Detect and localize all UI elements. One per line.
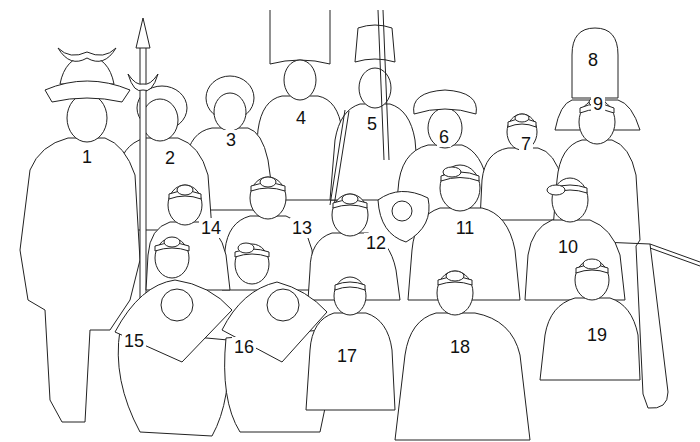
callout-number: 14 xyxy=(199,218,223,238)
callout-number: 4 xyxy=(294,108,308,128)
callout-number: 12 xyxy=(364,233,388,253)
callout-number: 3 xyxy=(224,130,238,150)
callout-number: 19 xyxy=(585,325,609,345)
callout-number: 17 xyxy=(335,346,359,366)
callout-number: 10 xyxy=(556,237,580,257)
callout-number: 8 xyxy=(586,50,600,70)
callout-number: 13 xyxy=(290,218,314,238)
callout-number: 18 xyxy=(448,337,472,357)
callout-number: 7 xyxy=(519,134,533,154)
callout-number: 6 xyxy=(437,127,451,147)
callout-number: 5 xyxy=(365,114,379,134)
callout-number: 16 xyxy=(232,337,256,357)
callout-number: 9 xyxy=(591,94,605,114)
callout-number: 2 xyxy=(163,148,177,168)
callout-number: 11 xyxy=(454,218,477,238)
callout-number: 15 xyxy=(122,331,146,351)
callout-number: 1 xyxy=(80,147,94,167)
